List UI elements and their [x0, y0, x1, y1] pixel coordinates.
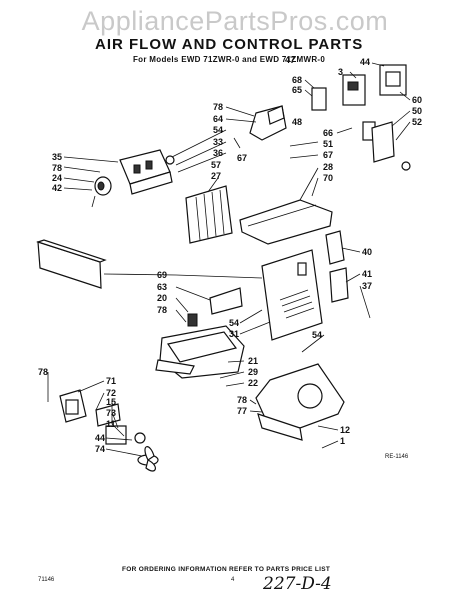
callout-44: 44	[95, 433, 105, 443]
callout-41: 41	[362, 269, 372, 279]
control-unit	[311, 64, 411, 171]
callout-37: 37	[362, 281, 372, 291]
callout-40: 40	[362, 247, 372, 257]
callout-22: 22	[248, 378, 258, 388]
callout-78: 78	[237, 395, 247, 405]
front-grille	[36, 239, 107, 289]
callout-50: 50	[412, 106, 422, 116]
callout-31: 31	[229, 329, 239, 339]
callout-11: 11	[106, 419, 116, 429]
callout-71: 71	[106, 376, 116, 386]
callout-51: 51	[323, 139, 333, 149]
callout-3: 3	[338, 67, 343, 77]
vent-damper	[249, 105, 287, 141]
callout-47: 47	[285, 55, 295, 65]
diagram-subtitle: For Models EWD 71ZWR-0 and EWD 71ZMWR-0	[133, 55, 326, 64]
callout-21: 21	[248, 356, 258, 366]
page-number: 4	[231, 577, 235, 583]
fan-motor	[59, 389, 159, 472]
callout-54: 54	[213, 125, 223, 135]
callout-77: 77	[237, 406, 247, 416]
callout-64: 64	[213, 114, 223, 124]
callout-35: 35	[52, 152, 62, 162]
callout-70: 70	[323, 173, 333, 183]
callout-65: 65	[292, 85, 302, 95]
watermark: AppliancePartsPros.com	[81, 6, 389, 36]
reference-code: RE-1146	[385, 454, 409, 460]
callout-1: 1	[340, 436, 345, 446]
callout-20: 20	[157, 293, 167, 303]
callout-27: 27	[211, 171, 221, 181]
callout-60: 60	[412, 95, 422, 105]
callout-66: 66	[323, 128, 333, 138]
callout-48: 48	[292, 117, 302, 127]
callout-labels: 35 78 24 42 78 64 54 33 36 67 57 27 47 4…	[38, 55, 422, 454]
blower-housing	[255, 363, 345, 441]
callout-12: 12	[340, 425, 350, 435]
callout-78: 78	[213, 102, 223, 112]
callout-36: 36	[213, 148, 223, 158]
callout-68: 68	[292, 75, 302, 85]
callout-44: 44	[360, 57, 370, 67]
small-cover	[209, 287, 243, 315]
knob-part	[91, 176, 112, 208]
callout-42: 42	[52, 183, 62, 193]
callout-54: 54	[229, 318, 239, 328]
callout-74: 74	[95, 444, 105, 454]
base-tray	[155, 313, 245, 379]
callout-28: 28	[323, 162, 333, 172]
callout-33: 33	[213, 137, 223, 147]
callout-15: 15	[106, 397, 116, 407]
air-deflector	[239, 199, 333, 245]
callout-67: 67	[323, 150, 333, 160]
callout-57: 57	[211, 160, 221, 170]
ordering-info: FOR ORDERING INFORMATION REFER TO PARTS …	[122, 566, 331, 573]
callout-52: 52	[412, 117, 422, 127]
handwritten-note: 227-D-4	[263, 574, 332, 594]
callout-54: 54	[312, 330, 322, 340]
callout-73: 73	[106, 408, 116, 418]
callout-67: 67	[237, 153, 247, 163]
document-code: 71146	[38, 577, 55, 583]
callout-78: 78	[38, 367, 48, 377]
callout-69: 69	[157, 270, 167, 280]
side-strips	[325, 230, 349, 303]
filter-panel	[185, 185, 233, 244]
diagram-title: AIR FLOW AND CONTROL PARTS	[95, 36, 364, 53]
callout-78: 78	[157, 305, 167, 315]
callout-24: 24	[52, 173, 62, 183]
leader-lines	[47, 62, 411, 457]
callout-78: 78	[52, 163, 62, 173]
callout-72: 72	[106, 388, 116, 398]
callout-63: 63	[157, 282, 167, 292]
switch-housing	[119, 149, 175, 195]
control-panel	[261, 249, 323, 341]
callout-29: 29	[248, 367, 258, 377]
